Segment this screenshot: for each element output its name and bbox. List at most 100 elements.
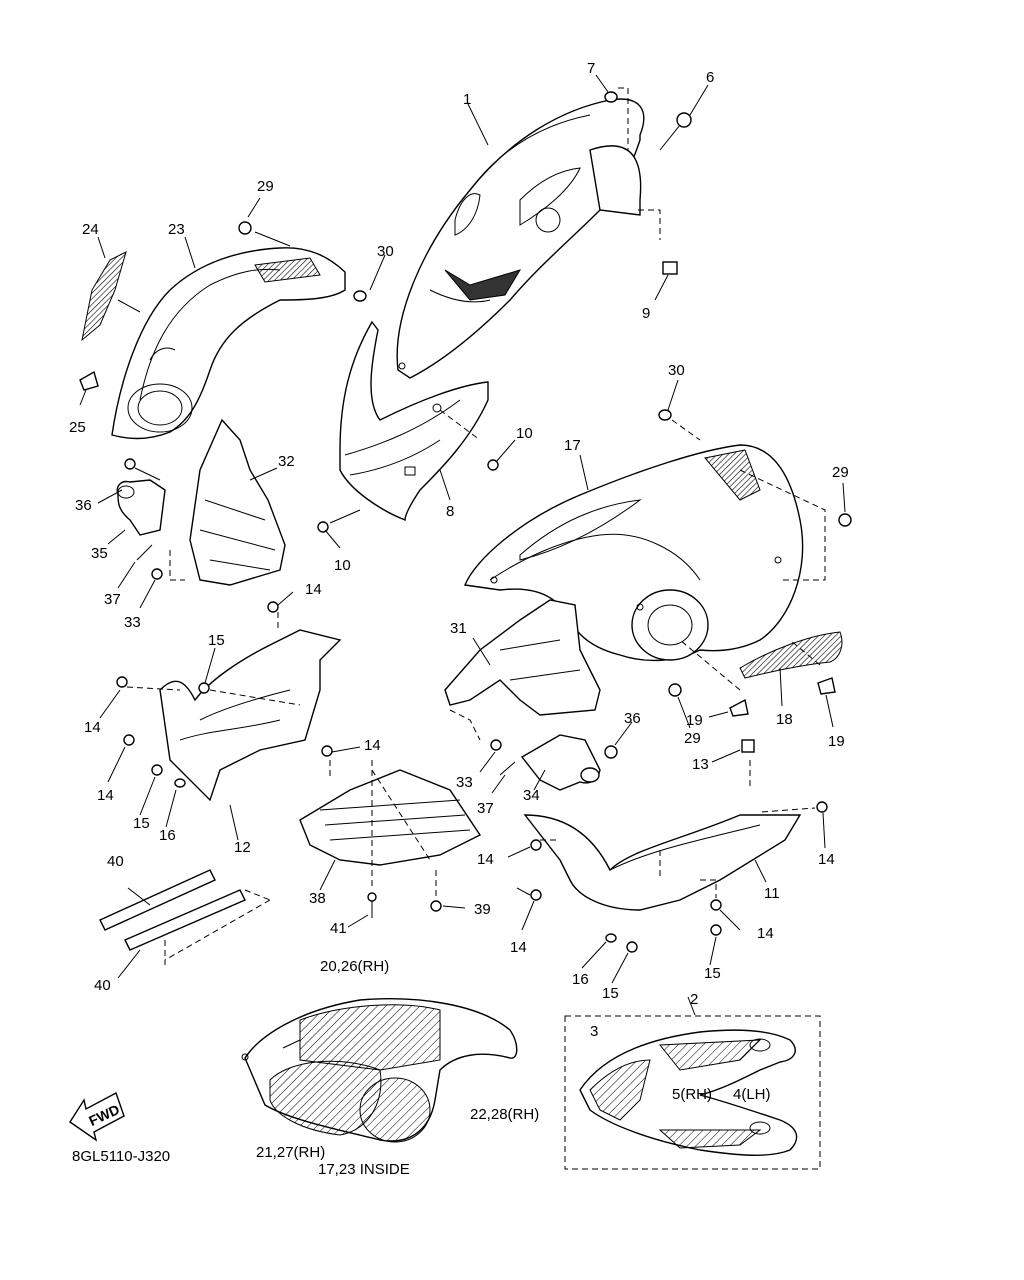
duct-part-35 bbox=[116, 479, 166, 536]
screw-part-29c bbox=[668, 683, 682, 697]
screw-part-36-right bbox=[604, 745, 618, 759]
decal-inset-box bbox=[564, 1015, 821, 1170]
lower-panel-part-11 bbox=[523, 814, 802, 911]
washer-parts-16 bbox=[174, 778, 617, 943]
undertray-part-38 bbox=[299, 769, 482, 866]
clip-part-25 bbox=[79, 370, 99, 391]
callout-7: 7 bbox=[587, 60, 595, 77]
callout-9: 9 bbox=[642, 305, 650, 322]
callout-13: 13 bbox=[692, 756, 709, 773]
leader-lines bbox=[79, 74, 846, 1016]
callout-20: 20,26(RH) bbox=[320, 958, 389, 975]
panel-part-18 bbox=[739, 631, 843, 679]
callout-32: 32 bbox=[278, 453, 295, 470]
nut-part-9 bbox=[662, 261, 678, 275]
callout-36b: 36 bbox=[624, 710, 641, 727]
callout-14f: 14 bbox=[510, 939, 527, 956]
inside-note: 17,23 INSIDE bbox=[318, 1161, 410, 1178]
callout-11: 11 bbox=[764, 885, 780, 902]
callout-31: 31 bbox=[450, 620, 467, 637]
callout-40b: 40 bbox=[94, 977, 111, 994]
callout-16a: 16 bbox=[159, 827, 176, 844]
callout-14c: 14 bbox=[97, 787, 114, 804]
callout-40a: 40 bbox=[107, 853, 124, 870]
callout-3: 3 bbox=[590, 1023, 598, 1040]
nut-part-13 bbox=[741, 739, 755, 753]
rivet-part-41 bbox=[367, 892, 377, 918]
lower-front-panel-part-8 bbox=[339, 320, 489, 522]
callout-19a: 19 bbox=[686, 712, 703, 729]
callout-25: 25 bbox=[69, 419, 86, 436]
callout-8: 8 bbox=[446, 503, 454, 520]
callout-1: 1 bbox=[463, 91, 471, 108]
callout-10b: 10 bbox=[334, 557, 351, 574]
callout-35: 35 bbox=[91, 545, 108, 562]
callout-10a: 10 bbox=[516, 425, 533, 442]
callout-15b: 15 bbox=[133, 815, 150, 832]
drawing-code: 8GL5110-J320 bbox=[72, 1148, 170, 1165]
washer-part-30b bbox=[658, 409, 672, 421]
callout-16b: 16 bbox=[572, 971, 589, 988]
callout-23: 23 bbox=[168, 221, 185, 238]
callout-18: 18 bbox=[776, 711, 793, 728]
rail-part-40a bbox=[99, 869, 216, 931]
callout-6: 6 bbox=[706, 69, 714, 86]
callout-41: 41 bbox=[330, 920, 347, 937]
callout-30a: 30 bbox=[377, 243, 394, 260]
inner-panel-inset bbox=[241, 998, 518, 1143]
bolt-parts-15 bbox=[151, 682, 722, 953]
callout-22: 22,28(RH) bbox=[470, 1106, 539, 1123]
clip-part-19b bbox=[817, 677, 836, 695]
callout-14b: 14 bbox=[84, 719, 101, 736]
clip-part-19a bbox=[729, 698, 749, 717]
bracket-part-31 bbox=[444, 599, 601, 716]
callout-17: 17 bbox=[564, 437, 581, 454]
callout-37b: 37 bbox=[477, 800, 494, 817]
bolt-part-39 bbox=[430, 900, 442, 912]
bracket-part-32 bbox=[189, 418, 286, 586]
rail-part-40b bbox=[124, 889, 246, 951]
screw-part-29a bbox=[238, 221, 252, 235]
callout-33b: 33 bbox=[456, 774, 473, 791]
screw-part-36-left bbox=[124, 458, 161, 481]
callout-33a: 33 bbox=[124, 614, 141, 631]
callout-14d: 14 bbox=[364, 737, 381, 754]
callout-38: 38 bbox=[309, 890, 326, 907]
callout-39: 39 bbox=[474, 901, 491, 918]
callout-29a: 29 bbox=[257, 178, 274, 195]
left-inner-panel-part-23 bbox=[111, 247, 346, 440]
callout-30b: 30 bbox=[668, 362, 685, 379]
screw-part-10a bbox=[487, 459, 499, 471]
callout-15a: 15 bbox=[208, 632, 225, 649]
callout-24: 24 bbox=[82, 221, 99, 238]
washer-part-30a bbox=[353, 290, 367, 302]
callout-14h: 14 bbox=[818, 851, 835, 868]
callout-14a: 14 bbox=[305, 581, 322, 598]
callout-5: 5(RH) bbox=[672, 1086, 712, 1103]
callout-29b: 29 bbox=[832, 464, 849, 481]
callout-15c: 15 bbox=[602, 985, 619, 1002]
screw-part-10b bbox=[317, 521, 329, 533]
bolt-parts-14 bbox=[116, 601, 828, 911]
callout-37a: 37 bbox=[104, 591, 121, 608]
side-cover-part-17 bbox=[464, 444, 804, 662]
callout-36a: 36 bbox=[75, 497, 92, 514]
pin-part-37-right bbox=[499, 761, 516, 776]
callout-34: 34 bbox=[523, 787, 540, 804]
screw-part-6 bbox=[676, 112, 692, 128]
fwd-arrow-icon: FWD bbox=[69, 1091, 125, 1142]
callout-4: 4(LH) bbox=[733, 1086, 771, 1103]
duct-part-34 bbox=[520, 734, 601, 791]
front-cowling-part-1 bbox=[396, 98, 645, 379]
callout-12: 12 bbox=[234, 839, 251, 856]
callout-15d: 15 bbox=[704, 965, 721, 982]
screw-part-29b bbox=[838, 513, 852, 527]
callout-2: 2 bbox=[690, 991, 698, 1008]
bolt-part-33-left bbox=[151, 568, 163, 580]
bolt-part-33-right bbox=[490, 739, 502, 751]
washer-part-7 bbox=[604, 91, 618, 103]
lower-panel-part-12 bbox=[159, 629, 342, 802]
callout-21: 21,27(RH) bbox=[256, 1144, 325, 1161]
callout-14e: 14 bbox=[477, 851, 494, 868]
